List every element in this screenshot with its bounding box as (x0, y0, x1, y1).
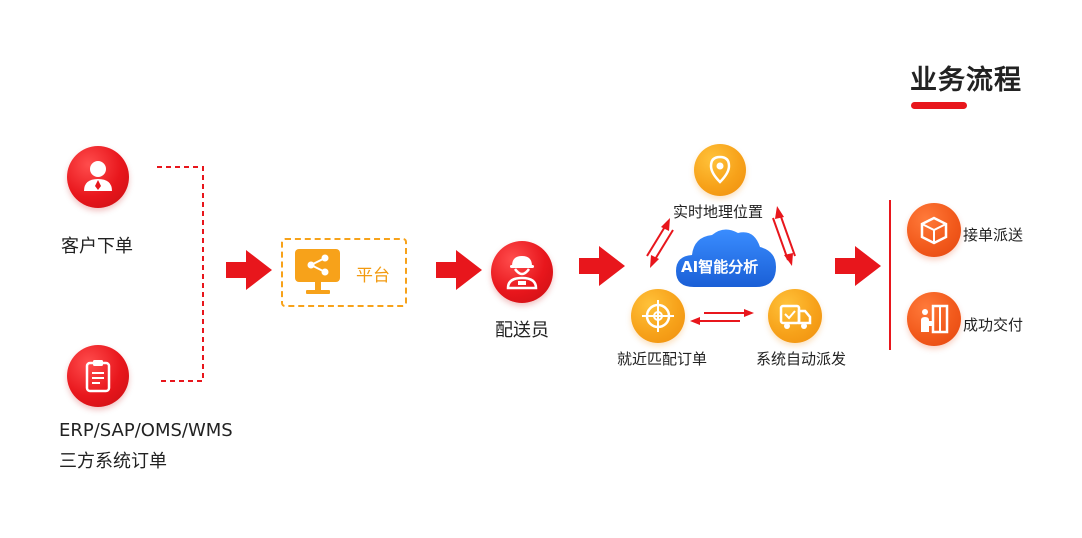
erp-label-line2: 三方系统订单 (59, 451, 167, 472)
ai-label: AI智能分析 (681, 258, 759, 276)
handover-icon (921, 304, 949, 334)
cycle-arrow-bottom (696, 312, 748, 322)
location-node (694, 144, 746, 196)
accept-node (907, 203, 961, 257)
dashed-bracket (157, 166, 204, 382)
courier-label: 配送员 (495, 320, 549, 341)
location-label: 实时地理位置 (673, 203, 764, 221)
user-icon (84, 161, 112, 191)
platform-label: 平台 (356, 266, 390, 286)
dispatch-node (768, 289, 822, 343)
title-underline (911, 102, 967, 109)
courier-icon (506, 256, 538, 290)
platform-box (281, 238, 407, 307)
match-node (631, 289, 685, 343)
page-title: 业务流程 (910, 65, 1022, 96)
cloud-icon (676, 229, 776, 287)
cycle-arrow-right (772, 213, 796, 261)
target-icon (642, 300, 674, 332)
clipboard-icon (85, 360, 111, 393)
customer-node (67, 146, 129, 208)
vertical-divider (889, 200, 891, 350)
flow-arrow-1 (226, 250, 272, 290)
flow-arrow-2 (436, 250, 482, 290)
match-label: 就近匹配订单 (617, 350, 708, 368)
share-monitor-icon (295, 249, 340, 294)
accept-label: 接单派送 (963, 226, 1024, 244)
erp-label-line1: ERP/SAP/OMS/WMS (59, 420, 233, 441)
dispatch-label: 系统自动派发 (756, 350, 847, 368)
platform-icon-wrap (293, 248, 343, 298)
flow-arrow-4 (835, 246, 881, 286)
truck-icon (779, 304, 812, 329)
courier-node (491, 241, 553, 303)
customer-label: 客户下单 (61, 236, 133, 257)
erp-node (67, 345, 129, 407)
cycle-arrow-left (646, 224, 674, 262)
location-pin-icon (709, 155, 731, 184)
deliver-label: 成功交付 (963, 316, 1024, 334)
deliver-node (907, 292, 961, 346)
ai-cloud (674, 223, 778, 293)
package-icon (920, 216, 948, 245)
flow-arrow-3 (579, 246, 625, 286)
